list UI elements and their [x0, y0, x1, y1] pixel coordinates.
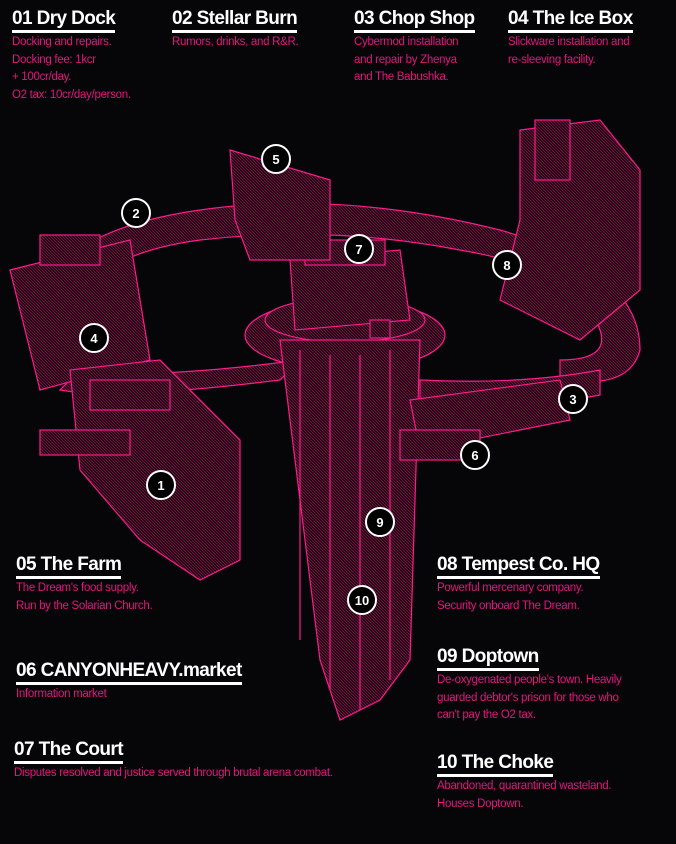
location-ice-box: 04 The Ice Box Slickware installation an…: [508, 8, 633, 69]
map-marker-3[interactable]: 3: [558, 384, 588, 414]
location-description: Docking and repairs. Docking fee: 1kcr +…: [12, 36, 131, 101]
location-title: 03 Chop Shop: [354, 8, 475, 33]
location-description: Rumors, drinks, and R&R.: [172, 36, 299, 48]
map-marker-5[interactable]: 5: [261, 144, 291, 174]
location-description: The Dream's food supply. Run by the Sola…: [16, 582, 153, 612]
location-choke: 10 The Choke Abandoned, quarantined wast…: [437, 752, 612, 813]
location-description: Cybermod installation and repair by Zhen…: [354, 36, 459, 83]
map-marker-4[interactable]: 4: [79, 323, 109, 353]
location-canyonheavy-market: 06 CANYONHEAVY.market Information market: [16, 660, 242, 704]
location-dry-dock: 01 Dry Dock Docking and repairs. Docking…: [12, 8, 131, 104]
map-marker-8[interactable]: 8: [492, 250, 522, 280]
map-marker-7[interactable]: 7: [344, 234, 374, 264]
location-stellar-burn: 02 Stellar Burn Rumors, drinks, and R&R.: [172, 8, 299, 52]
location-title: 01 Dry Dock: [12, 8, 116, 33]
location-description: De-oxygenated people's town. Heavily gua…: [437, 674, 622, 721]
map-marker-9[interactable]: 9: [365, 507, 395, 537]
location-title: 10 The Choke: [437, 752, 554, 777]
location-title: 06 CANYONHEAVY.market: [16, 660, 242, 685]
location-description: Slickware installation and re-sleeving f…: [508, 36, 630, 66]
location-description: Disputes resolved and justice served thr…: [14, 767, 333, 779]
location-title: 02 Stellar Burn: [172, 8, 298, 33]
location-farm: 05 The Farm The Dream's food supply. Run…: [16, 554, 153, 615]
location-title: 04 The Ice Box: [508, 8, 633, 33]
location-description: Abandoned, quarantined wasteland. Houses…: [437, 780, 612, 810]
location-description: Powerful mercenary company. Security onb…: [437, 582, 584, 612]
location-doptown: 09 Doptown De-oxygenated people's town. …: [437, 646, 622, 725]
location-title: 05 The Farm: [16, 554, 122, 579]
location-title: 09 Doptown: [437, 646, 539, 671]
location-title: 08 Tempest Co. HQ: [437, 554, 600, 579]
map-marker-10[interactable]: 10: [347, 585, 377, 615]
station-wireframe: [9, 119, 641, 721]
location-chop-shop: 03 Chop Shop Cybermod installation and r…: [354, 8, 475, 87]
map-marker-2[interactable]: 2: [121, 198, 151, 228]
location-court: 07 The Court Disputes resolved and justi…: [14, 739, 333, 783]
map-marker-1[interactable]: 1: [146, 470, 176, 500]
location-description: Information market: [16, 688, 107, 700]
location-title: 07 The Court: [14, 739, 124, 764]
location-tempest-hq: 08 Tempest Co. HQ Powerful mercenary com…: [437, 554, 600, 615]
map-marker-6[interactable]: 6: [460, 440, 490, 470]
